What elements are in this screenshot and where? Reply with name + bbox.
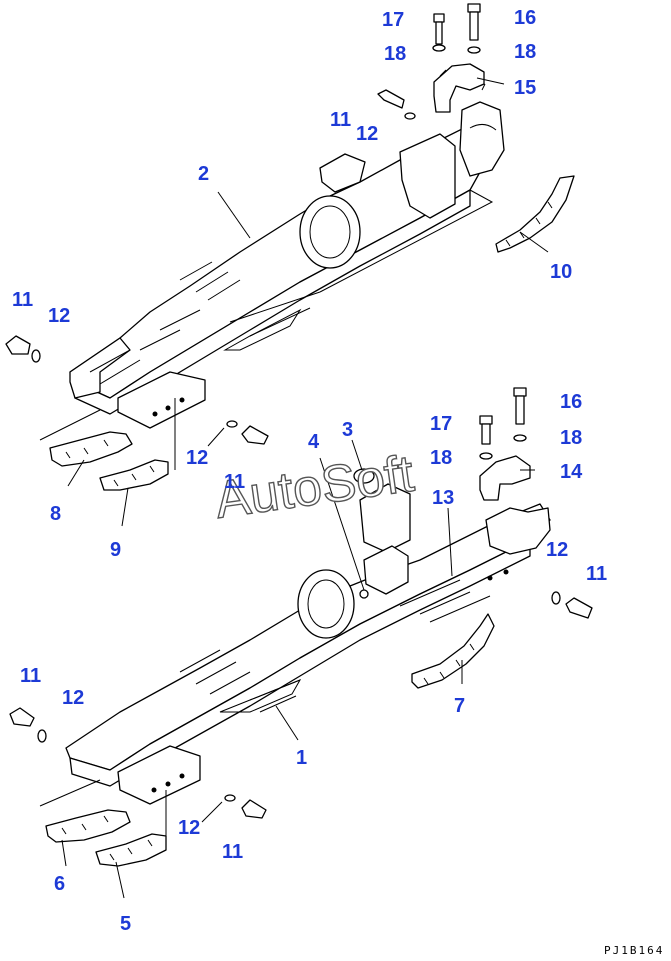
callout-18: 18 [560,427,582,449]
callout-labels: 17 16 18 18 15 11 12 2 10 11 12 12 11 8 … [12,7,607,935]
callout-11: 11 [586,563,607,585]
callout-10: 10 [550,261,572,283]
callout-16: 16 [514,7,536,29]
callout-1: 1 [296,747,307,769]
callout-8: 8 [50,503,61,525]
callout-11: 11 [330,109,351,131]
leader-lines [61,69,549,899]
callout-5: 5 [120,913,131,935]
guard-part-6 [45,809,131,843]
callout-17: 17 [382,9,404,31]
callout-12: 12 [546,539,568,561]
guard-part-8 [49,431,133,467]
guard-part-5 [95,833,167,867]
callout-13: 13 [432,487,454,509]
callout-9: 9 [110,539,121,561]
callout-12: 12 [178,817,200,839]
callout-16: 16 [560,391,582,413]
callout-11: 11 [20,665,41,687]
callout-2: 2 [198,163,209,185]
callout-4: 4 [308,431,320,453]
callout-11: 11 [12,289,33,311]
guard-part-10 [495,175,575,253]
lower-fasteners [9,387,593,819]
callout-15: 15 [514,77,536,99]
callout-12: 12 [356,123,378,145]
callout-6: 6 [54,873,65,895]
callout-11: 11 [222,841,243,863]
guard-part-7 [411,613,495,689]
guard-part-9 [99,459,169,491]
callout-12: 12 [48,305,70,327]
callout-12: 12 [62,687,84,709]
callout-14: 14 [560,461,583,483]
callout-11: 11 [224,471,245,493]
track-frame-lower [39,483,551,848]
callout-18: 18 [514,41,536,63]
upper-fasteners [5,3,485,445]
callout-18: 18 [384,43,406,65]
reference-code: PJ1B164 [604,944,664,957]
track-frame-upper [39,101,505,470]
callout-7: 7 [454,695,465,717]
callout-12: 12 [186,447,208,469]
callout-3: 3 [342,419,353,441]
callout-17: 17 [430,413,452,435]
callout-18: 18 [430,447,452,469]
